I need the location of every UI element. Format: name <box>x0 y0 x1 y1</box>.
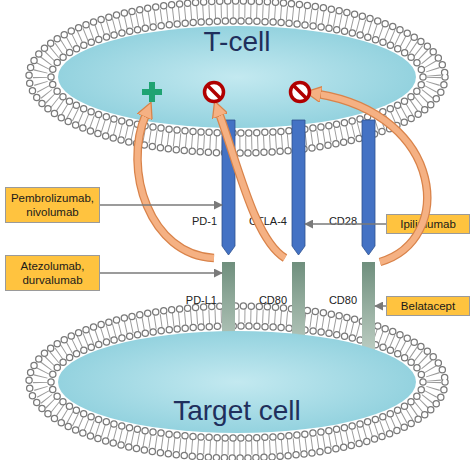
inhibition-ring <box>205 83 224 102</box>
molecule-label: PD-L1 <box>186 294 217 307</box>
lipid-heads-inner <box>29 306 445 458</box>
drug-arrow <box>375 305 386 307</box>
signal-arrow <box>219 113 285 258</box>
receptor-shape <box>222 120 235 255</box>
receptor-molecule: CD28 <box>362 120 375 255</box>
molecule-label: CTLA-4 <box>249 215 287 228</box>
signal-arrow-outline <box>318 94 427 262</box>
lipid-heads-inner <box>51 21 423 133</box>
inhibition-slash <box>208 86 221 99</box>
receptor-shape <box>362 120 375 255</box>
signal-arrow <box>318 94 427 262</box>
inhibition-symbol <box>205 83 224 102</box>
inhibition-ring <box>291 83 310 102</box>
molecule-label: CD28 <box>329 215 357 228</box>
cell-name: Target cell <box>58 395 416 427</box>
t-cell-membrane <box>29 1 445 153</box>
lipid-heads-inner <box>29 1 445 153</box>
lipid-heads <box>51 21 423 133</box>
receptor-molecule: PD-1 <box>222 120 235 255</box>
stimulation-plus <box>142 82 162 102</box>
signal-arrow <box>137 114 214 258</box>
lipid-heads <box>29 306 445 458</box>
signal-arrows <box>137 94 427 262</box>
plus-bar <box>149 82 155 102</box>
receptor-bar <box>292 120 305 255</box>
target-cell-membrane <box>29 306 445 458</box>
receptor-shape <box>292 120 305 255</box>
cell-ellipse: Target cell <box>58 331 416 433</box>
lipid-heads <box>29 1 445 153</box>
molecule-label: CD80 <box>329 294 357 307</box>
drug-name: Pembrolizumab, nivolumab <box>9 191 96 219</box>
inhibition-slash <box>294 86 307 99</box>
drug-box: Ipilimumab <box>386 214 470 234</box>
drug-arrow <box>100 204 222 206</box>
cell-name: T-cell <box>58 26 416 58</box>
drug-name: Atezolumab, durvalumab <box>9 259 96 287</box>
drug-arrow <box>305 223 386 225</box>
cell-ellipse: T-cell <box>58 26 416 128</box>
drug-name: Belatacept <box>401 299 455 313</box>
cell-body <box>58 26 416 128</box>
cell-body <box>58 331 416 433</box>
receptor-molecule: CTLA-4 <box>292 120 305 255</box>
signal-arrow-outline <box>137 114 214 258</box>
receptor-bar <box>222 120 235 255</box>
drug-box: Atezolumab, durvalumab <box>5 255 100 291</box>
signal-arrow-outline <box>219 113 285 258</box>
drug-box: Pembrolizumab, nivolumab <box>5 187 100 223</box>
molecule-label: PD-1 <box>192 215 217 228</box>
drug-name: Ipilimumab <box>400 217 456 231</box>
receptor-bar <box>362 120 375 255</box>
plus-bar <box>142 89 162 95</box>
drug-box: Belatacept <box>386 296 470 316</box>
inhibition-symbol <box>291 83 310 102</box>
drug-arrow <box>100 272 222 274</box>
molecule-label: CD80 <box>259 294 287 307</box>
